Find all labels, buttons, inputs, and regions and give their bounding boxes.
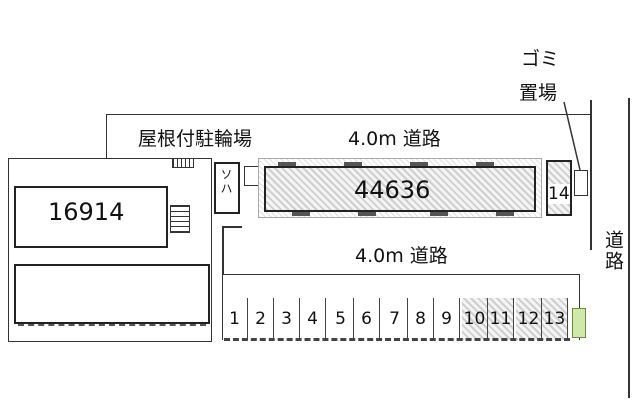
road-mid-label: 4.0m 道路 (355, 245, 448, 267)
road-right-label: 道路 (602, 230, 624, 272)
parking-slot-13: 13 (542, 298, 568, 340)
parking-slot-3: 3 (274, 298, 300, 340)
parking-slot-1: 1 (222, 298, 248, 340)
garbage-label-1: ゴミ (521, 48, 560, 70)
mailbox-icon (172, 158, 194, 168)
parking-row-dash (224, 338, 570, 341)
green-marker (572, 308, 586, 338)
stairs-icon (170, 205, 190, 233)
building-16914-label: 16914 (48, 198, 125, 226)
road-right-line (590, 100, 592, 250)
parking-slot-12: 12 (516, 298, 542, 340)
building-44636 (264, 166, 536, 212)
balcony-tab (430, 212, 448, 216)
balcony-tab (410, 162, 428, 166)
parking-slot-10: 10 (462, 298, 488, 340)
parking-slot-11: 11 (488, 298, 514, 340)
left-parking-dash (18, 324, 206, 326)
access-path-top (222, 226, 242, 228)
parking-slot-2: 2 (248, 298, 274, 340)
parking-slot-6: 6 (354, 298, 380, 340)
garbage-label-2: 置場 (519, 82, 558, 104)
parking-slot-8: 8 (408, 298, 434, 340)
balcony-tab (292, 212, 310, 216)
garbage-box (574, 170, 588, 196)
bike-shed: ソハ (214, 162, 240, 214)
parking-slot-7: 7 (382, 298, 408, 340)
balcony-tab (358, 212, 376, 216)
building-44636-label: 44636 (354, 176, 431, 204)
bike-shed-label: 屋根付駐輪場 (138, 128, 253, 150)
parking-slot-5: 5 (328, 298, 354, 340)
balcony-tab (496, 212, 514, 216)
parking-slot-14-label: 14 (548, 184, 570, 204)
road-top-label: 4.0m 道路 (348, 128, 441, 150)
left-parking-area (14, 264, 210, 324)
parking-slot-4: 4 (300, 298, 326, 340)
road-top-outline (106, 114, 592, 158)
parking-slot-9: 9 (434, 298, 460, 340)
building-16914 (14, 186, 168, 248)
balcony-tab (278, 162, 296, 166)
bike-shed-text: ソハ (219, 168, 233, 196)
road-right-outer-line (628, 98, 630, 398)
balcony-tab (344, 162, 362, 166)
balcony-tab (476, 162, 494, 166)
